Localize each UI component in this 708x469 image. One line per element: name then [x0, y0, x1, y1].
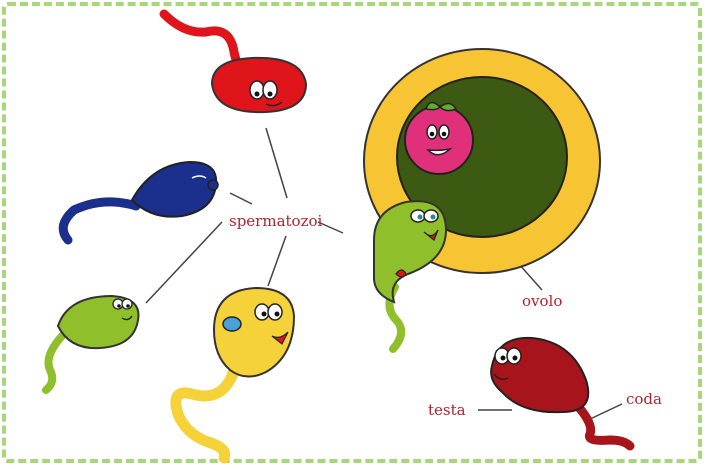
- sperm-blue: [63, 162, 218, 240]
- sperm-yellow: [176, 288, 294, 458]
- line-to-green-sperm: [146, 222, 222, 303]
- line-to-yellow-sperm: [268, 236, 286, 286]
- sperm-green-small: [46, 296, 138, 390]
- label-coda: coda: [626, 390, 662, 408]
- sperm-green-entering: [374, 201, 446, 349]
- sperm-darkred: [491, 338, 630, 446]
- label-testa: testa: [428, 401, 466, 419]
- sperm-red: [164, 14, 306, 112]
- line-to-tail: [588, 404, 622, 420]
- label-ovolo: ovolo: [522, 292, 562, 310]
- line-to-red-sperm: [266, 128, 287, 198]
- label-spermatozoi: spermatozoi: [229, 212, 323, 230]
- line-to-blue-sperm: [230, 193, 252, 204]
